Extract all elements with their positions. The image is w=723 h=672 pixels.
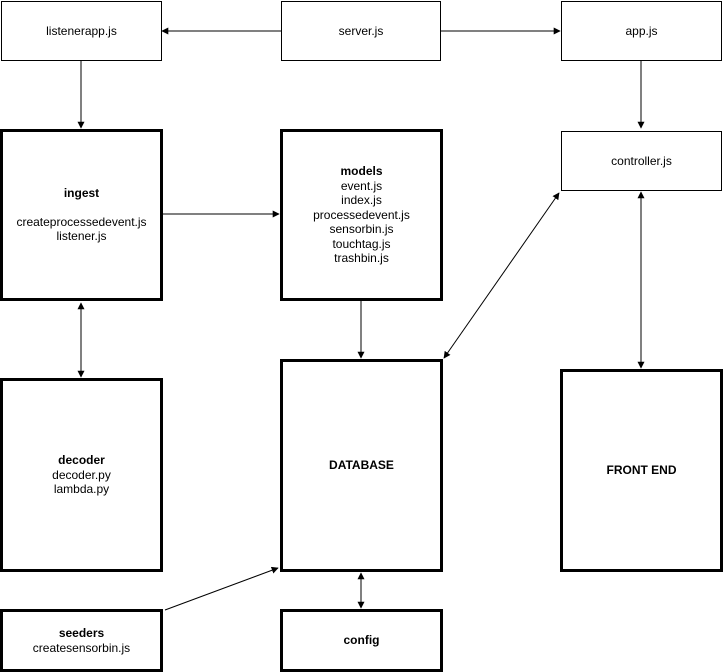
node-seeders[interactable]: seeders createsensorbin.js — [0, 609, 163, 672]
node-listenerapp[interactable]: listenerapp.js — [1, 1, 162, 61]
node-seeders-file: createsensorbin.js — [32, 640, 131, 655]
node-app-label: app.js — [625, 23, 658, 38]
node-frontend-title: FRONT END — [606, 463, 677, 478]
node-models-title: models — [340, 164, 383, 179]
node-server[interactable]: server.js — [281, 1, 441, 61]
node-models-file: index.js — [341, 193, 382, 208]
node-app[interactable]: app.js — [561, 1, 722, 61]
node-ingest-file: createprocessedevent.js — [16, 214, 147, 229]
node-models-file: sensorbin.js — [329, 222, 394, 237]
node-models[interactable]: models event.js index.js processedevent.… — [280, 129, 443, 301]
node-config-title: config — [343, 633, 380, 648]
node-config[interactable]: config — [280, 609, 443, 672]
node-controller[interactable]: controller.js — [561, 131, 722, 191]
edge-seeders-to-database — [164, 566, 279, 611]
node-models-file: trashbin.js — [334, 251, 389, 266]
node-ingest[interactable]: ingest createprocessedevent.js listener.… — [0, 129, 163, 301]
node-decoder-title: decoder — [58, 453, 105, 468]
node-decoder-file: lambda.py — [53, 482, 110, 497]
node-database-title: DATABASE — [329, 458, 394, 473]
node-controller-label: controller.js — [611, 153, 672, 168]
node-ingest-file: listener.js — [56, 229, 107, 244]
node-listenerapp-label: listenerapp.js — [46, 23, 117, 38]
node-seeders-title: seeders — [58, 626, 105, 640]
node-ingest-title: ingest — [63, 186, 100, 201]
node-models-file: processedevent.js — [313, 207, 410, 222]
node-models-file: touchtag.js — [332, 236, 391, 251]
node-decoder[interactable]: decoder decoder.py lambda.py — [0, 378, 163, 572]
node-decoder-file: decoder.py — [52, 467, 111, 482]
node-server-label: server.js — [338, 23, 384, 38]
node-models-file: event.js — [340, 178, 383, 193]
node-database[interactable]: DATABASE — [280, 359, 443, 572]
edge-database-controller — [443, 192, 560, 359]
node-frontend[interactable]: FRONT END — [560, 369, 723, 572]
